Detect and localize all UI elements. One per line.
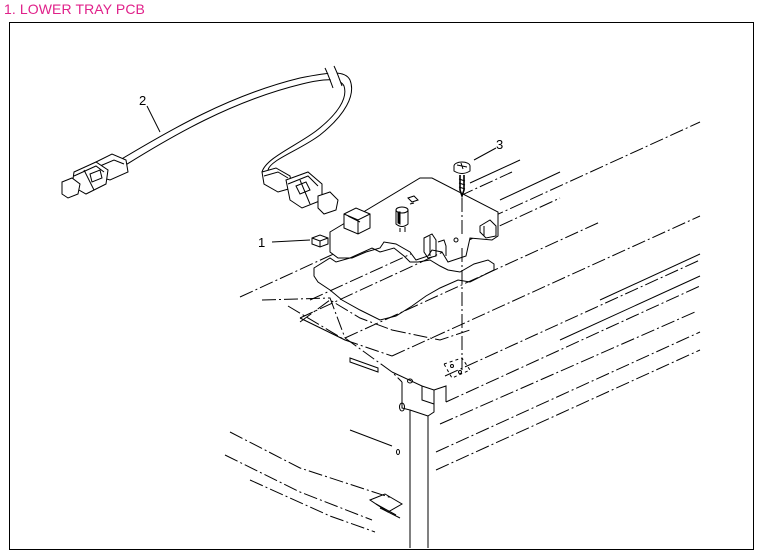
callout-2: 2 [139,93,146,108]
callout-3: 3 [496,137,503,152]
section-title: 1. LOWER TRAY PCB [4,1,145,17]
diagram-frame [9,22,754,550]
screw [453,161,471,199]
pcb-board [299,177,499,370]
tray-chassis [224,121,701,548]
cable-harness [61,65,353,215]
callout-1: 1 [258,235,265,250]
leader-lines [146,105,497,243]
